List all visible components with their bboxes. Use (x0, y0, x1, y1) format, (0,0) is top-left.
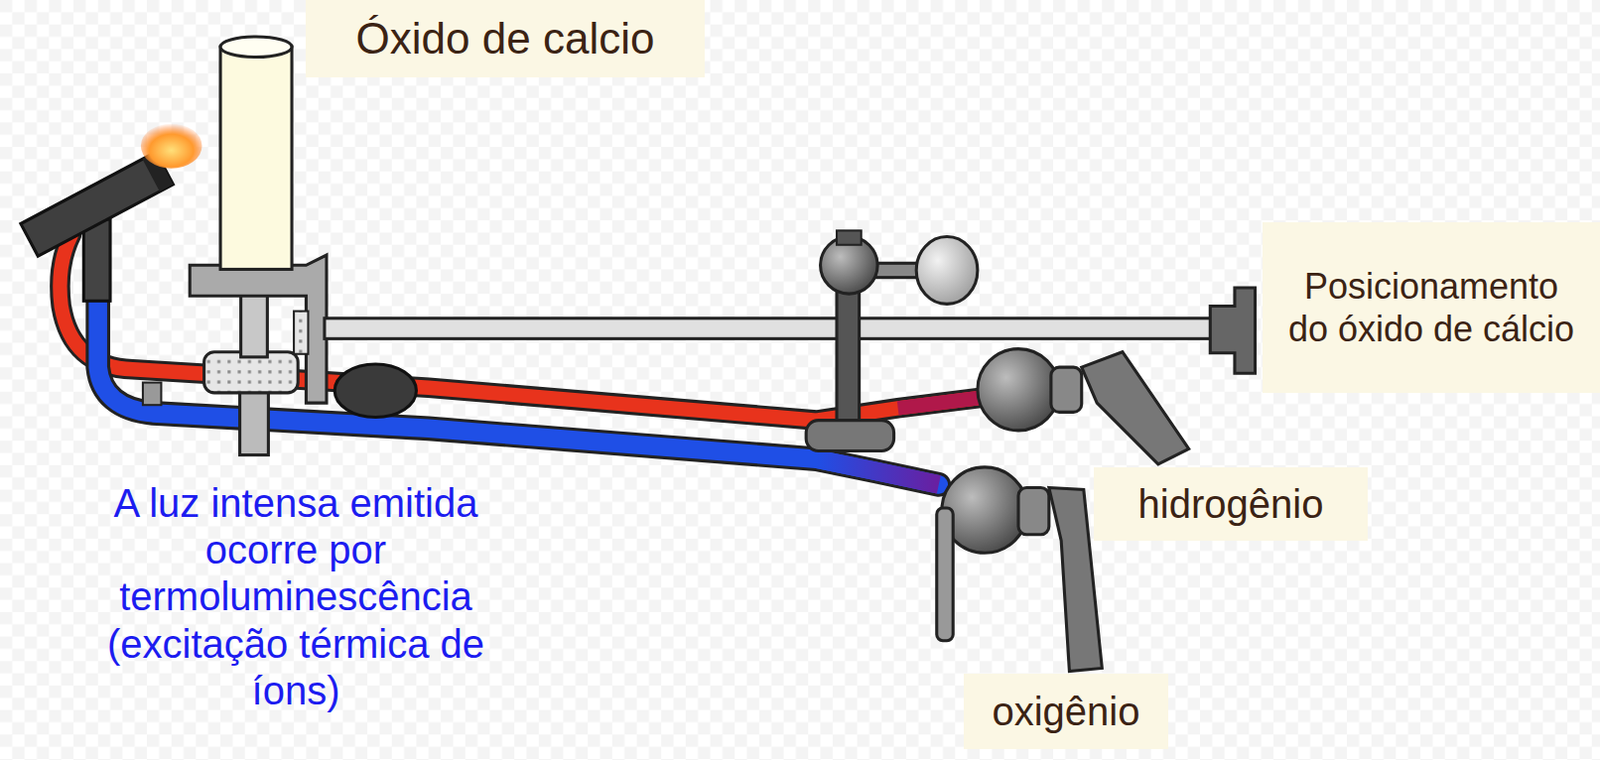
label-text: oxigênio (973, 687, 1159, 736)
note-text: A luz intensa emitida ocorre por termolu… (61, 480, 531, 715)
label-text: Posicionamento do óxido de cálcio (1284, 265, 1579, 351)
label-text: hidrogênio (1103, 480, 1358, 529)
label-box: oxigênio (963, 673, 1169, 750)
label-box: Óxido de calcio (305, 0, 705, 78)
label-box: Posicionamento do óxido de cálcio (1262, 222, 1600, 394)
label-box: hidrogênio (1093, 467, 1368, 541)
label-text: Óxido de calcio (317, 12, 693, 66)
